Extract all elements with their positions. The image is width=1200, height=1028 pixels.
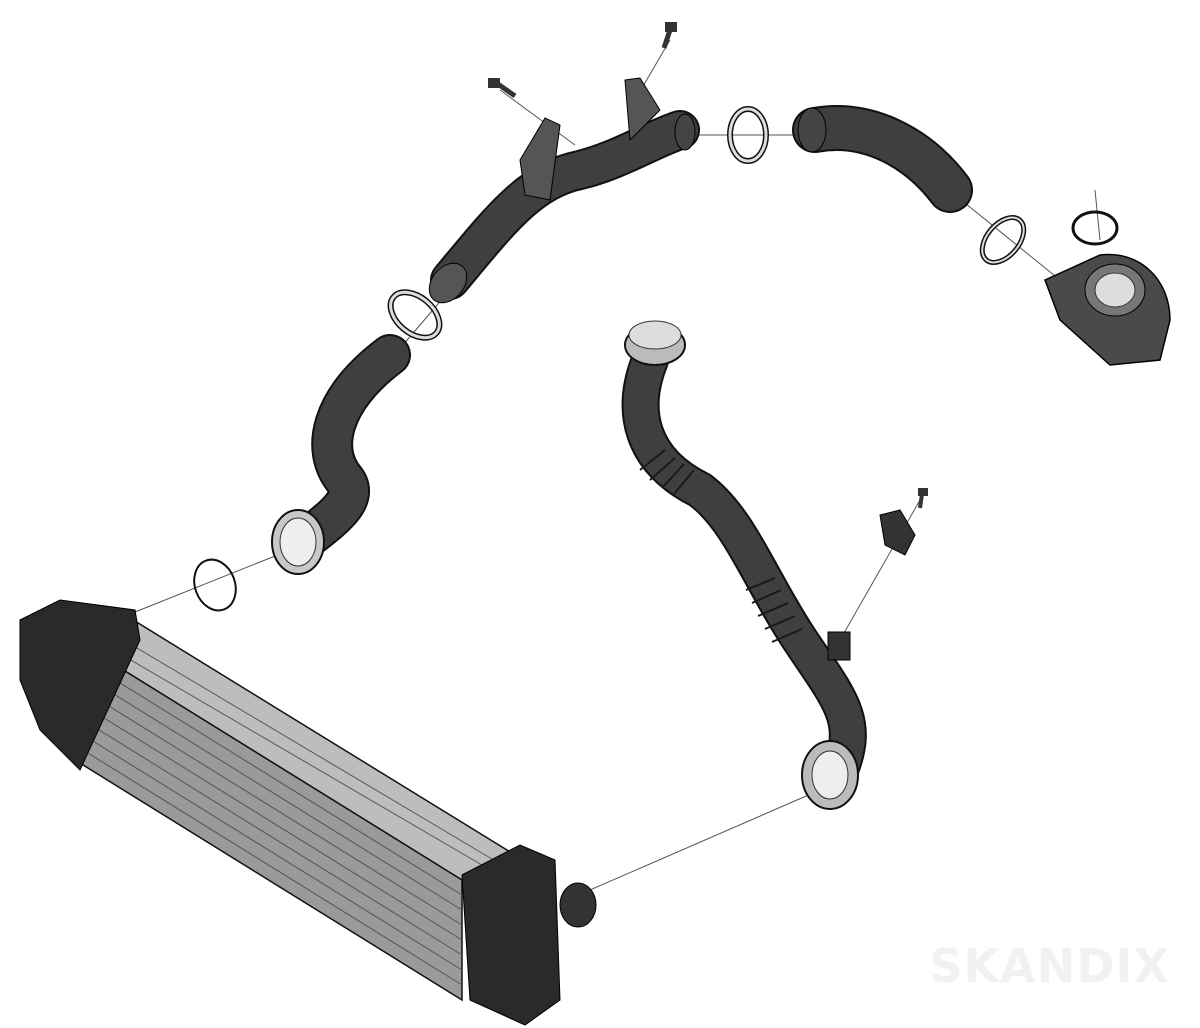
bolt [488,78,517,99]
sensor-bolt [918,488,928,509]
charge-air-hose-lower [271,334,411,575]
intercooler-outlet [559,882,597,928]
watermark-logo: SKANDIX [929,939,1170,993]
charge-air-pipe [428,77,700,304]
bolt [661,22,677,49]
sensor-port [827,631,851,661]
rubber-hose [792,105,973,213]
intercooler-right-tank [461,844,561,1026]
intake-pipe-corrugated [621,320,867,810]
intercooler [19,599,597,1026]
o-ring [193,558,237,612]
intercooler-left-tank [19,599,141,771]
o-ring [1071,210,1119,246]
pressure-sensor [879,509,916,556]
throttle-housing [1044,253,1171,366]
mounting-bracket [624,77,661,142]
mounting-bracket [519,117,561,201]
